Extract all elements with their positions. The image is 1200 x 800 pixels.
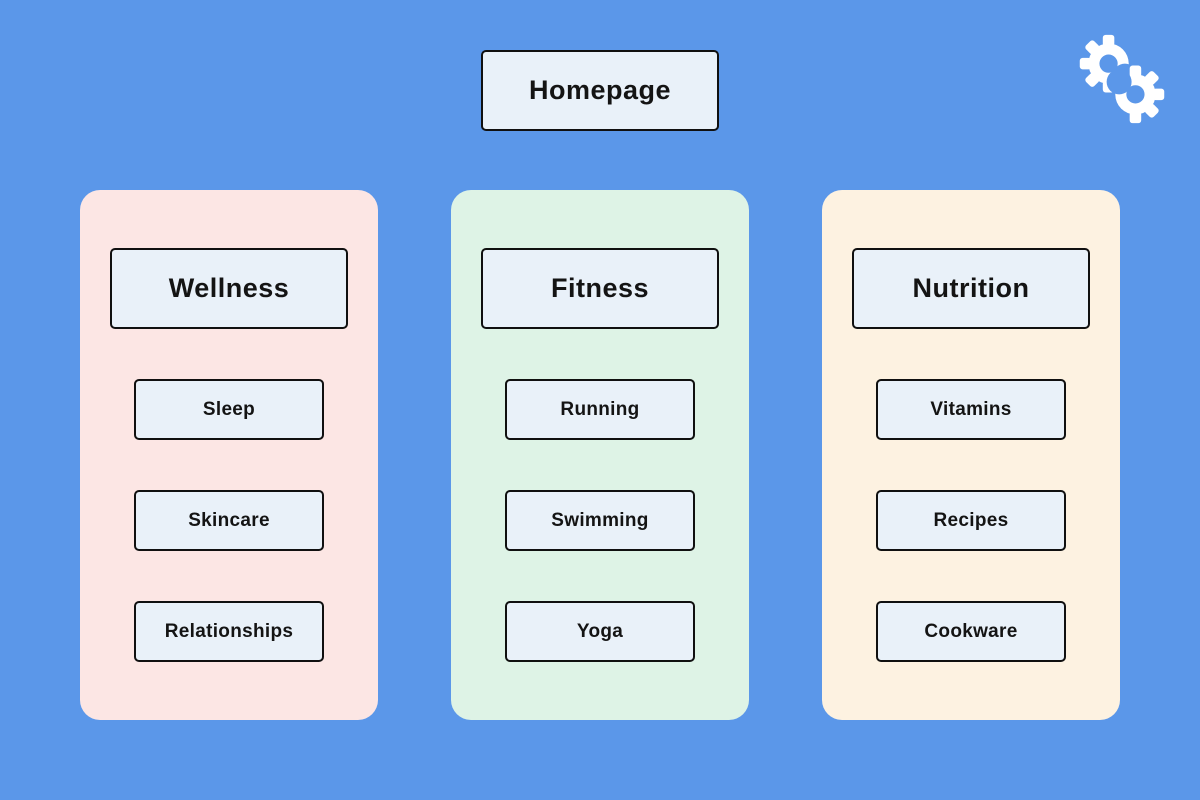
node-fitness[interactable]: Fitness <box>481 248 719 329</box>
node-vitamins-label: Vitamins <box>930 398 1012 420</box>
node-yoga[interactable]: Yoga <box>505 601 695 662</box>
node-cookware[interactable]: Cookware <box>876 601 1066 662</box>
category-card-nutrition: Nutrition Vitamins Recipes Cookware <box>822 190 1120 720</box>
node-nutrition-label: Nutrition <box>912 273 1030 303</box>
interlocking-gears-logo <box>1079 34 1165 124</box>
node-fitness-label: Fitness <box>550 273 650 303</box>
node-swimming[interactable]: Swimming <box>505 490 695 551</box>
node-relationships-label: Relationships <box>164 620 294 642</box>
node-sleep[interactable]: Sleep <box>134 379 324 440</box>
node-wellness[interactable]: Wellness <box>110 248 348 329</box>
node-cookware-label: Cookware <box>924 620 1018 642</box>
node-recipes[interactable]: Recipes <box>876 490 1066 551</box>
node-nutrition[interactable]: Nutrition <box>852 248 1090 329</box>
node-skincare-label: Skincare <box>188 509 270 531</box>
node-running-label: Running <box>560 398 640 420</box>
node-vitamins[interactable]: Vitamins <box>876 379 1066 440</box>
node-running[interactable]: Running <box>505 379 695 440</box>
node-skincare[interactable]: Skincare <box>134 490 324 551</box>
node-wellness-label: Wellness <box>168 273 290 303</box>
node-yoga-label: Yoga <box>576 620 624 642</box>
node-homepage[interactable]: Homepage <box>481 50 719 131</box>
node-relationships[interactable]: Relationships <box>134 601 324 662</box>
node-sleep-label: Sleep <box>202 398 256 420</box>
node-swimming-label: Swimming <box>551 509 649 531</box>
node-recipes-label: Recipes <box>933 509 1009 531</box>
category-card-fitness: Fitness Running Swimming Yoga <box>451 190 749 720</box>
node-homepage-label: Homepage <box>528 75 672 105</box>
category-card-wellness: Wellness Sleep Skincare Relationships <box>80 190 378 720</box>
